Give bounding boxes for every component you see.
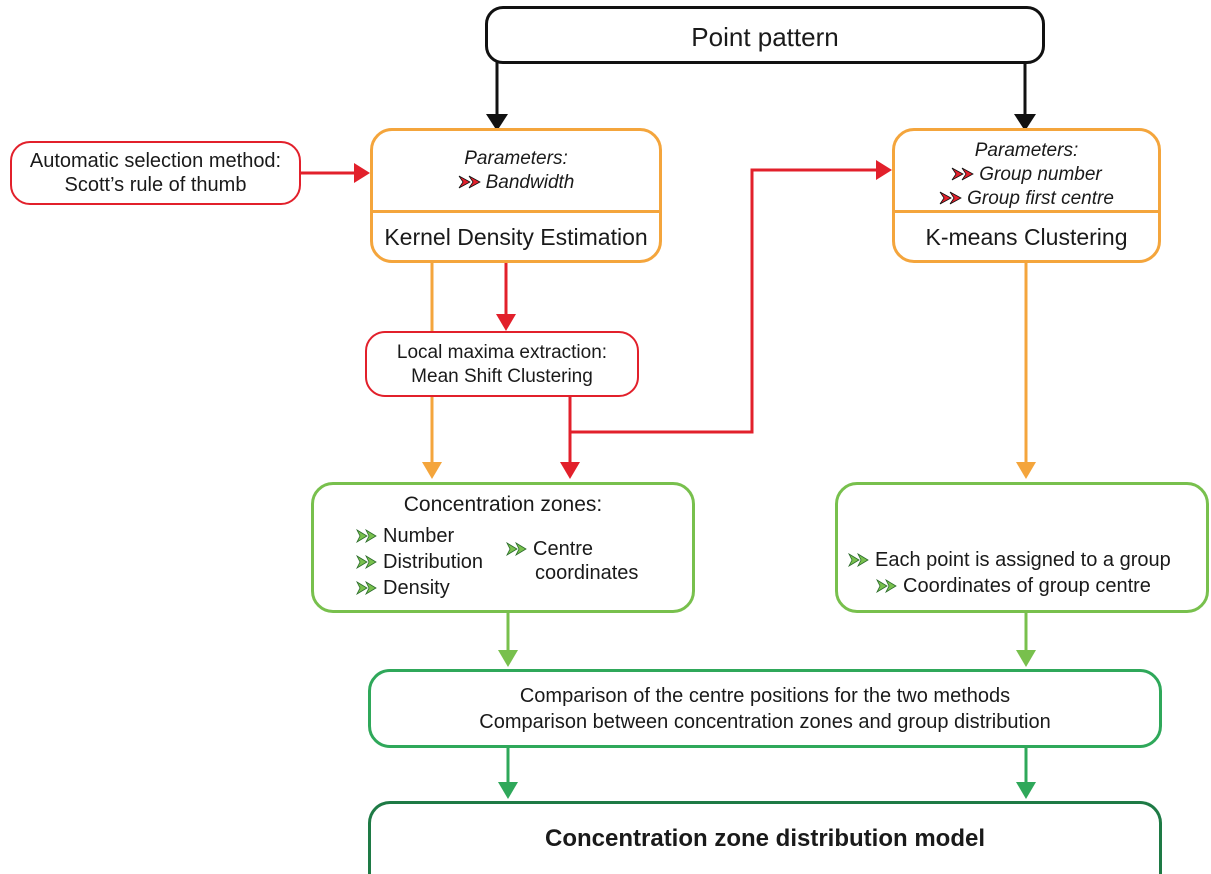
divider (373, 210, 659, 213)
red-double-arrow-icon (939, 191, 962, 205)
params-label: Parameters: (464, 148, 568, 169)
node-kde: Parameters: Bandwidth Kernel Density Est… (370, 128, 662, 263)
arrowhead-auto-kde (354, 163, 370, 183)
item-text: Each point is assigned to a group (875, 549, 1171, 571)
green-double-arrow-icon (876, 579, 897, 593)
param-group-number: Group number (895, 163, 1158, 187)
maxima-line2: Mean Shift Clustering (411, 366, 593, 387)
node-comparison: Comparison of the centre positions for t… (368, 669, 1162, 748)
arrowhead-kde-zones (422, 462, 442, 479)
green-double-arrow-icon (848, 553, 869, 567)
param-text: Group first centre (967, 188, 1114, 209)
item-text: Coordinates of group centre (903, 575, 1151, 597)
green-double-arrow-icon (506, 542, 527, 556)
node-title: Point pattern (691, 22, 839, 52)
param-first-centre: Group first centre (895, 187, 1158, 211)
comparison-line2: Comparison between concentration zones a… (479, 711, 1051, 733)
node-point-pattern: Point pattern (485, 6, 1045, 64)
arrowhead-zones-comparison (498, 650, 518, 667)
node-local-maxima: Local maxima extraction: Mean Shift Clus… (365, 331, 639, 397)
zone-item-density: Density (356, 576, 450, 600)
arrowhead-results-comparison (1016, 650, 1036, 667)
node-title: Concentration zone distribution model (545, 825, 985, 852)
arrowhead-maxima-kmeans (876, 160, 892, 180)
green-double-arrow-icon (356, 581, 377, 595)
node-concentration-zones: Concentration zones: Number Distribution… (311, 482, 695, 613)
param-bandwidth: Bandwidth (373, 171, 659, 195)
auto-line2: Scott’s rule of thumb (64, 174, 247, 196)
node-title: Kernel Density Estimation (384, 224, 648, 250)
result-item-assignment: Each point is assigned to a group (848, 548, 1171, 572)
arrowhead-kde-in (486, 114, 508, 131)
result-item-centre: Coordinates of group centre (876, 574, 1151, 598)
zone-item-distribution: Distribution (356, 550, 483, 574)
arrowhead-kmeans-results (1016, 462, 1036, 479)
green-double-arrow-icon (356, 529, 377, 543)
node-auto-selection: Automatic selection method: Scott’s rule… (10, 141, 301, 205)
node-kmeans: Parameters: Group number Group first cen… (892, 128, 1161, 263)
arrowhead-kde-maxima (496, 314, 516, 331)
params-label: Parameters: (974, 140, 1079, 161)
arrowhead-model-left (498, 782, 518, 799)
item-text: Density (383, 577, 450, 599)
red-double-arrow-icon (951, 167, 975, 181)
param-text: Group number (979, 164, 1102, 185)
divider (895, 210, 1158, 213)
item-text: Centre (533, 538, 594, 560)
item-text: Number (383, 525, 455, 547)
comparison-line1: Comparison of the centre positions for t… (519, 685, 1011, 707)
zone-item-number: Number (356, 524, 454, 548)
node-title: K-means Clustering (925, 224, 1128, 250)
arrowhead-maxima-zones (560, 462, 580, 479)
green-double-arrow-icon (356, 555, 377, 569)
param-text: Bandwidth (485, 172, 575, 193)
arrowhead-model-right (1016, 782, 1036, 799)
auto-line1: Automatic selection method: (29, 150, 282, 172)
node-kmeans-results: Each point is assigned to a group Coordi… (835, 482, 1209, 613)
red-double-arrow-icon (458, 175, 481, 189)
zone-item-centre: Centre (506, 537, 593, 561)
zone-item-centre-line2: coordinates (535, 562, 639, 584)
maxima-line1: Local maxima extraction: (396, 342, 608, 363)
node-final-model: Concentration zone distribution model (368, 801, 1162, 874)
item-text: Distribution (383, 551, 484, 573)
node-title: Concentration zones: (403, 493, 603, 516)
arrowhead-kmeans-in (1014, 114, 1036, 131)
connector-maxima-to-kmeans (570, 168, 878, 434)
